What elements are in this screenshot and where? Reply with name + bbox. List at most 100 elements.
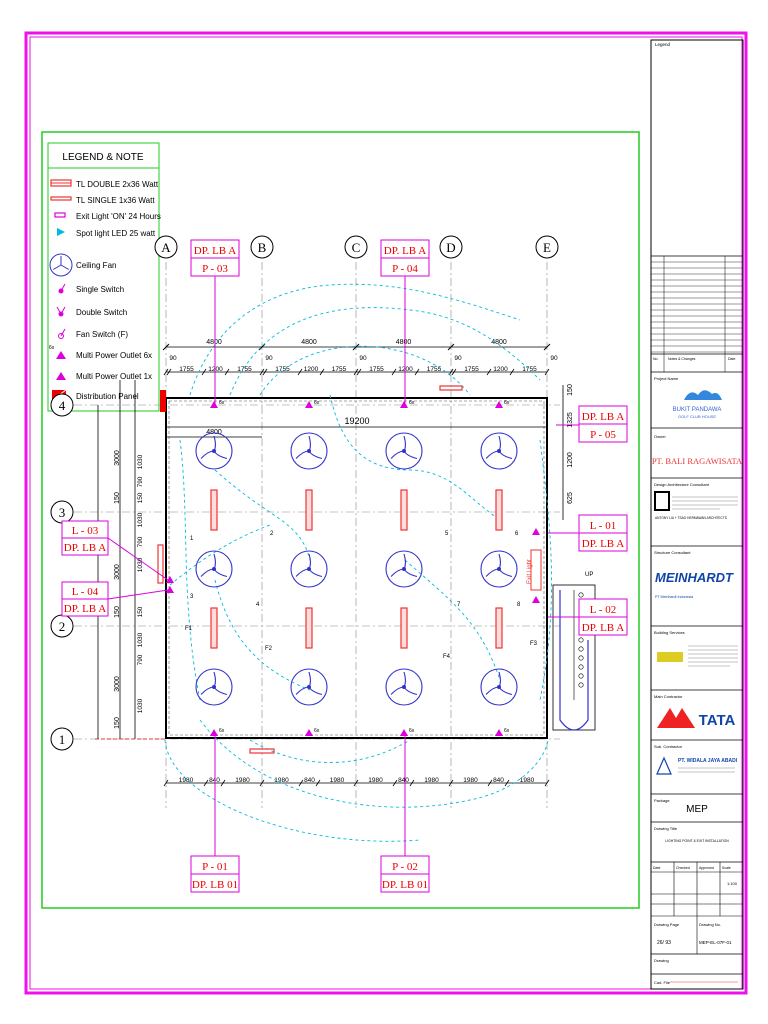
rev-no-header: No. [653,357,658,361]
grid-label-col: B [258,240,267,255]
ceiling-fan-icon [385,432,423,470]
fan-circuit-label: F2 [265,646,273,652]
wire-run [189,283,521,396]
stair-up-label: UP [585,572,593,578]
light-circuit-number: 1 [190,536,194,542]
wire-run [404,559,501,681]
dim-top-sub: 1755 [332,366,347,373]
stair-step [578,637,584,643]
dim-top-sub: 1755 [369,366,384,373]
dim-tick [220,779,226,787]
grid-bubble-row [50,727,74,751]
tl-light-fixture [400,607,408,649]
dim-right-vertical: 625 [567,492,574,504]
tag-leader [107,589,169,600]
tag-circuit: P - 02 [392,861,418,873]
dim-left-vertical: 150 [114,606,121,618]
sub-contractor-logo-icon [656,756,672,775]
wire-run [214,469,311,561]
dim-overall: 19200 [344,416,369,426]
dim-top-sub: 1755 [464,366,479,373]
project-name-label: Project Name [654,376,679,381]
dim-left-small: 790 [137,536,144,547]
drawing-title-label: Drawing Title [654,826,678,831]
rev-date-header: Date [728,357,735,361]
tag-panel: DP. LB A [582,538,625,550]
dim-bottom-sub: 840 [493,777,504,784]
circuit-tag-p05: DP. LB AP - 05 [556,405,628,443]
dim-top-span: 4800 [301,339,317,346]
sheet-border-inner [29,36,743,990]
building-outline [165,397,548,739]
dim-top-sub: 1755 [275,366,290,373]
wire-run [539,439,552,701]
legend-label: Single Switch [76,285,124,294]
dim-tick [447,343,455,351]
main-contractor-logo-icon [657,708,695,728]
switch-icon [166,586,174,593]
tl-light-fixture [305,489,313,531]
dim-left-small: 1030 [137,632,144,647]
dim-left-vertical: 150 [114,717,121,729]
dim-top-sub: 1755 [522,366,537,373]
dim-bottom-sub: 1980 [463,777,478,784]
spot-light-icon [57,228,65,236]
tag-panel: DP. LB A [64,603,107,615]
tl-double-icon [50,179,72,187]
grid-label-row: 2 [59,619,66,634]
single-switch-icon [58,283,66,294]
ceiling-fan-icon [290,668,328,706]
ceiling-fan-icon [195,550,233,588]
outlet-6x-tag: 6x [504,728,510,734]
drawing-frame [41,131,640,909]
dim-top-sub: 90 [550,355,558,362]
tl-light-fixture [157,544,164,584]
grid-label-col: D [446,240,455,255]
dim-top-sub: 1200 [304,366,319,373]
dim-left-vertical: 3000 [114,564,121,580]
legend-label: Double Switch [76,308,127,317]
ceiling-fan-icon [480,550,518,588]
outlet-6x-tag: 6x [314,728,320,734]
outlet-6x-tag: 6x [409,400,415,406]
grid-bubble-col [250,235,274,259]
dim-tick [163,779,169,787]
dim-tick [298,779,304,787]
dim-tick [543,343,551,351]
stair-step [578,673,584,679]
fan-switch-icon [58,328,66,339]
title-block: Legend No. Notes & Changes Date Project … [650,39,744,990]
fan-circuit-label: F1 [185,626,193,632]
dim-top-sub: 90 [265,355,273,362]
ceiling-fan-icon [480,432,518,470]
package-label: Package [654,798,670,803]
dim-left-vertical: 3000 [114,676,121,692]
exit-light-label: Exit Light [527,559,533,584]
dim-right-vertical: 1200 [567,452,574,468]
tl-light-fixture [249,748,275,754]
dim-top-sub: 90 [454,355,462,362]
dim-left-vertical: 150 [114,492,121,504]
tag-panel: DP. LB A [384,245,427,257]
tl-single-icon [50,196,72,201]
dim-bottom-sub: 1980 [520,777,535,784]
dim-bottom-sub: 1980 [424,777,439,784]
grid-bubble-col [439,235,463,259]
legend-label: Exit Light 'ON' 24 Hours [76,212,161,221]
legend-label: Multi Power Outlet 1x [76,372,152,381]
dim-left-small: 1030 [137,557,144,572]
dim-tick [448,368,454,376]
stair-step [578,664,584,670]
scale-value: 1:100 [727,881,738,886]
dim-tick [259,368,265,376]
dim-tick [162,343,170,351]
owner-name: PT. BALI RAGAWISATA [652,456,743,466]
dim-top-span: 4800 [396,339,412,346]
dim-tick [262,368,268,376]
dim-tick [166,368,172,376]
exit-light-icon [54,212,66,218]
